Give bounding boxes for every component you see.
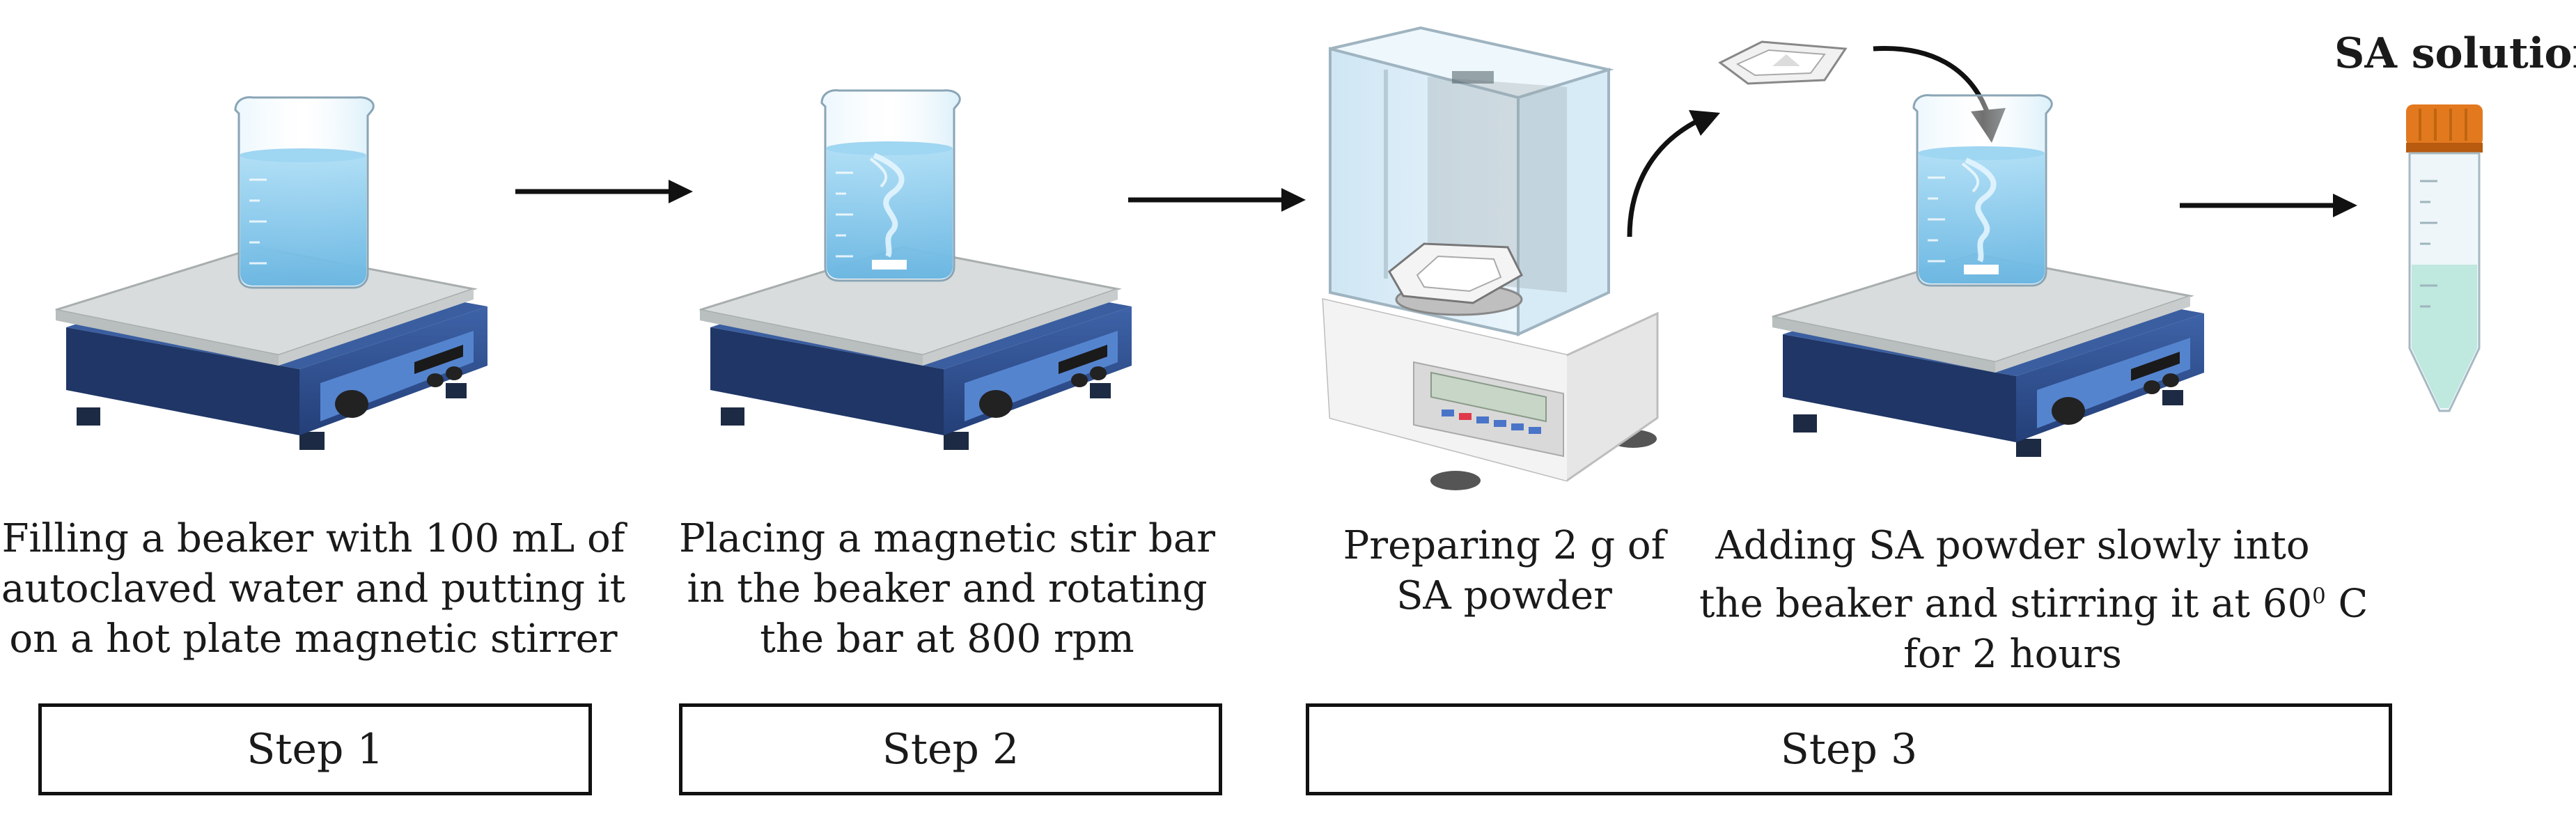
arrow-right-icon	[2180, 194, 2357, 217]
arrow-right-icon	[1128, 188, 1306, 212]
beaker-icon	[820, 89, 961, 282]
caption-step1-line2: autoclaved water and putting it	[1, 566, 626, 611]
step-1-box: Step 1	[38, 703, 592, 795]
caption-step2-line2: in the beaker and rotating	[687, 566, 1208, 611]
caption-step3a-line1: Preparing 2 g of	[1343, 523, 1666, 568]
analytical-balance-icon	[1322, 26, 1659, 490]
beaker-icon	[234, 96, 375, 289]
beaker-icon	[1912, 94, 2053, 287]
sa-solution-label: SA solution	[2334, 29, 2576, 78]
degree-superscript: 0	[2312, 584, 2326, 609]
caption-step3a: Preparing 2 g of SA powder	[1309, 521, 1699, 621]
caption-step1-line1: Filling a beaker with 100 mL of	[1, 516, 625, 561]
caption-step1: Filling a beaker with 100 mL of autoclav…	[0, 514, 627, 664]
caption-step3a-line2: SA powder	[1396, 573, 1612, 618]
step-1-label: Step 1	[247, 725, 384, 774]
step-2-box: Step 2	[679, 703, 1222, 795]
caption-step3b-line2: the beaker and stirring it at 600 C	[1699, 571, 2368, 630]
caption-step3b-line3: for 2 hours	[1903, 631, 2122, 677]
curved-arrow-icon	[1627, 110, 1720, 237]
conical-tube-icon	[2406, 104, 2483, 412]
caption-step3b-line2-unit: C	[2325, 581, 2368, 627]
step-2-label: Step 2	[882, 725, 1020, 774]
step-3-label: Step 3	[1780, 725, 1918, 774]
caption-step3b: Adding SA powder slowly into the beaker …	[1699, 521, 2368, 680]
arrow-right-icon	[515, 180, 693, 203]
caption-step2-line1: Placing a magnetic stir bar	[679, 516, 1215, 561]
step-3-box: Step 3	[1306, 703, 2392, 795]
caption-step2-line3: the bar at 800 rpm	[760, 616, 1134, 662]
caption-step1-line3: on a hot plate magnetic stirrer	[9, 616, 618, 662]
caption-step3b-line1: Adding SA powder slowly into	[1715, 523, 2310, 568]
caption-step3b-line2-text: the beaker and stirring it at 60	[1699, 581, 2313, 627]
caption-step2: Placing a magnetic stir bar in the beake…	[644, 514, 1250, 664]
